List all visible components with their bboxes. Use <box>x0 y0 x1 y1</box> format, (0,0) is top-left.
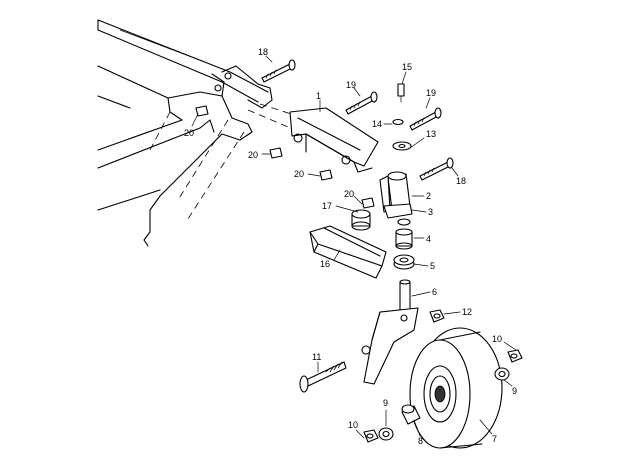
part-locknut-10-left <box>363 429 379 443</box>
callout-19-right: 19 <box>426 88 436 98</box>
callout-13: 13 <box>426 129 436 139</box>
part-nut-20-b <box>269 147 283 159</box>
part-axle-tube <box>309 225 387 279</box>
callout-labels: 1 2 3 4 5 6 7 8 9 9 10 10 11 12 13 14 15… <box>184 47 517 446</box>
part-nut-20-d <box>361 197 375 209</box>
callout-20-a: 20 <box>184 128 194 138</box>
callout-19-left: 19 <box>346 80 356 90</box>
callout-10-left: 10 <box>348 420 358 430</box>
part-wheel-bushing <box>401 404 421 425</box>
part-spacer-bushing <box>395 218 413 250</box>
leader-lines <box>191 55 517 439</box>
part-washer-14 <box>392 118 404 126</box>
callout-6: 6 <box>432 287 437 297</box>
part-nut-20-c <box>319 169 333 181</box>
part-spacer-9-left <box>378 427 394 441</box>
callout-8: 8 <box>418 436 423 446</box>
part-cap <box>351 209 371 231</box>
part-nut-12 <box>429 309 445 323</box>
callout-18-right: 18 <box>456 176 466 186</box>
callout-9-left: 9 <box>383 398 388 408</box>
callout-7: 7 <box>492 434 497 444</box>
callout-17: 17 <box>322 201 332 211</box>
callout-20-b: 20 <box>248 150 258 160</box>
callout-2: 2 <box>426 191 431 201</box>
deck-frame <box>97 19 311 247</box>
callout-3: 3 <box>428 207 433 217</box>
callout-16: 16 <box>320 259 330 269</box>
callout-5: 5 <box>430 261 435 271</box>
part-swivel-housing <box>379 171 413 219</box>
part-mount-bracket <box>289 107 379 173</box>
part-washer-13 <box>392 141 412 151</box>
callout-4: 4 <box>426 234 431 244</box>
part-bolt-19-left <box>345 91 378 115</box>
part-grease-fitting <box>397 83 405 103</box>
part-spacer-9-right <box>494 367 510 381</box>
part-nut-20-a <box>195 105 209 117</box>
callout-12: 12 <box>462 307 472 317</box>
callout-1: 1 <box>316 91 321 101</box>
callout-15: 15 <box>402 62 412 72</box>
part-bolt-19-right <box>409 107 442 131</box>
callout-11: 11 <box>312 352 321 362</box>
callout-18-top: 18 <box>258 47 268 57</box>
part-wheel <box>409 327 503 449</box>
callout-20-c: 20 <box>294 169 304 179</box>
part-caster-fork <box>361 279 419 385</box>
part-locknut-10-right <box>507 349 523 363</box>
callout-9-right: 9 <box>512 386 517 396</box>
callout-10-right: 10 <box>492 334 502 344</box>
part-bolt-18-right <box>419 157 454 181</box>
callout-14: 14 <box>372 119 382 129</box>
part-bolt-18-top <box>261 59 296 83</box>
part-washer-5 <box>393 254 415 270</box>
part-axle-bolt <box>299 361 347 393</box>
callout-20-d: 20 <box>344 189 354 199</box>
